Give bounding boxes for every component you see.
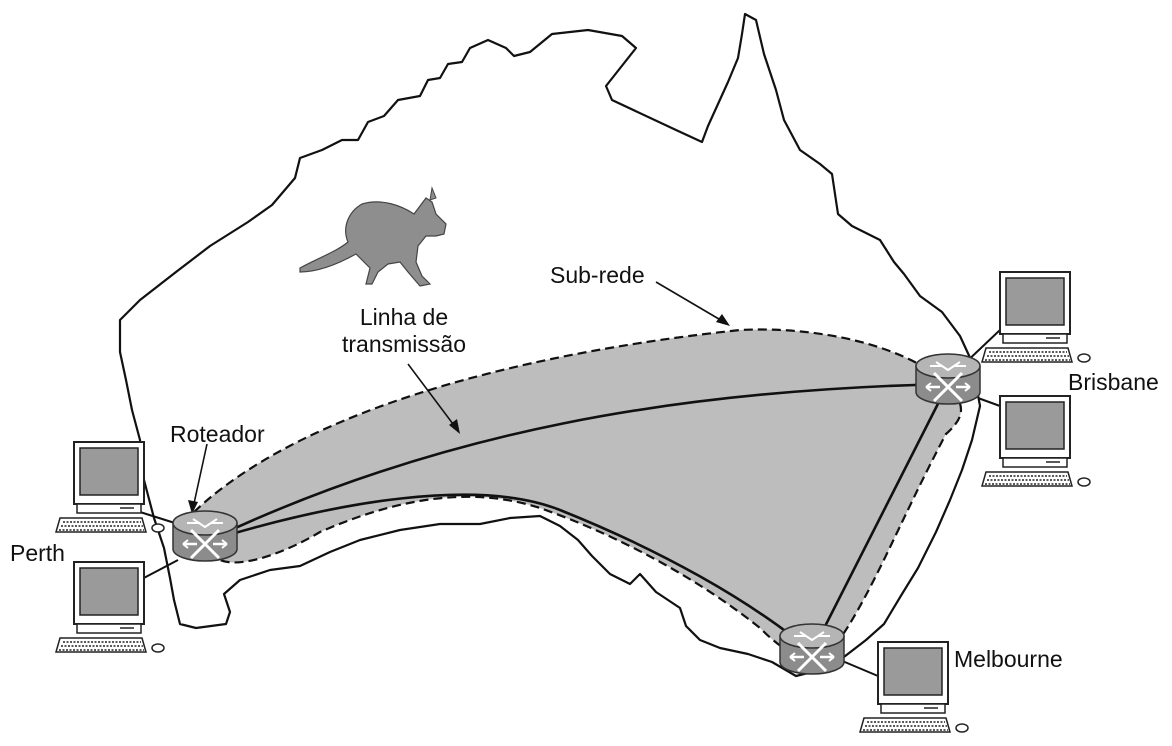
- router-icon: [914, 352, 982, 406]
- transmission-line-label-2: transmissão: [342, 331, 466, 357]
- router-icon: [778, 622, 846, 676]
- link-perth-computer-2: [139, 559, 179, 581]
- transmission-line-label-1: Linha de: [360, 304, 448, 330]
- transmission-line-perth-melbourne: [204, 493, 813, 653]
- computer-icon: [981, 395, 1091, 487]
- computer-icon: [859, 641, 969, 733]
- subnet-arrow: [655, 281, 730, 326]
- transmission-line-arrow: [407, 363, 460, 434]
- router-icon: [171, 509, 239, 563]
- brisbane-label: Brisbane: [1068, 369, 1159, 395]
- subnet-label: Sub-rede: [550, 262, 645, 288]
- computer-icon: [981, 271, 1091, 363]
- router-arrow: [188, 443, 208, 514]
- melbourne-label: Melbourne: [954, 646, 1063, 672]
- transmission-line-perth-brisbane: [204, 382, 949, 544]
- transmission-line-brisbane-melbourne: [810, 383, 950, 653]
- link-perth-computer-1: [139, 511, 179, 525]
- link-melbourne-computer: [839, 659, 879, 677]
- router-label: Roteador: [170, 421, 265, 447]
- kangaroo-icon: [299, 186, 447, 287]
- perth-label: Perth: [10, 540, 65, 566]
- link-brisbane-computer-2: [977, 397, 1001, 407]
